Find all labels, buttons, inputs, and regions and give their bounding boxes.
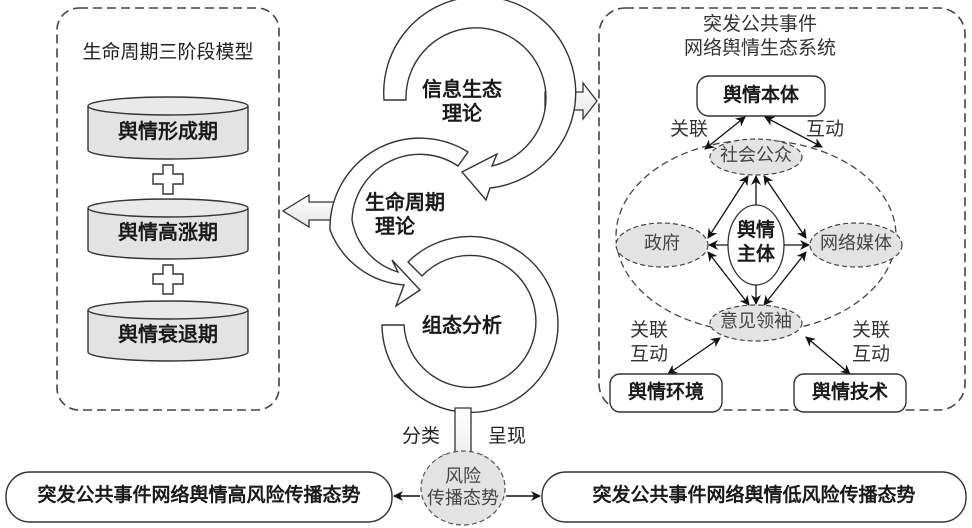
bottom-link-right-line2: 互动 — [851, 343, 890, 365]
arrow-leaders-technology — [805, 336, 851, 375]
theory-information-ecology-line2: 理论 — [442, 101, 482, 125]
left-panel-frame — [56, 7, 280, 411]
actor-government-label: 政府 — [644, 233, 680, 254]
ecosystem-title-line2: 网络舆情生态系统 — [683, 37, 836, 59]
actor-media-ellipse — [809, 222, 903, 268]
stage-cylinder-3 — [87, 300, 249, 362]
actor-media-label: 网络媒体 — [820, 233, 892, 254]
risk-center-ellipse — [420, 450, 506, 526]
ontology-box — [696, 75, 826, 117]
bottom-link-left-line2: 互动 — [629, 343, 668, 365]
link-label-left: 关联 — [669, 118, 708, 140]
present-label: 呈现 — [487, 425, 526, 447]
theory-life-cycle-line2: 理论 — [375, 214, 415, 238]
plus-icon — [152, 164, 184, 195]
technology-box — [793, 373, 907, 413]
arrow-ontology-right — [764, 116, 823, 148]
interact-label-right: 互动 — [805, 118, 844, 140]
subject-label-line1: 舆情 — [736, 219, 775, 241]
theory-life-cycle-line1: 生命周期 — [365, 190, 445, 214]
cycle-arc-information-ecology — [383, 0, 577, 202]
high-risk-label: 突发公共事件网络舆情高风险传播态势 — [37, 484, 361, 506]
arrow-public-government — [707, 175, 749, 239]
actor-leaders-label: 意见领袖 — [720, 311, 792, 332]
stage-label-formation: 舆情形成期 — [118, 119, 218, 143]
low-risk-label: 突发公共事件网络舆情低风险传播态势 — [592, 484, 916, 506]
configuration-analysis-label: 组态分析 — [422, 313, 502, 337]
stage-cylinder-1 — [87, 96, 249, 160]
left-panel-title: 生命周期三阶段模型 — [82, 41, 254, 63]
bottom-link-right-line1: 关联 — [851, 319, 890, 341]
subject-label-line2: 主体 — [736, 243, 775, 265]
stage-label-peak: 舆情高涨期 — [118, 220, 218, 244]
theory-information-ecology-line1: 信息生态 — [422, 77, 502, 101]
arrow-government-leaders — [707, 251, 750, 306]
actor-leaders-ellipse — [709, 304, 803, 342]
environment-box — [609, 373, 723, 413]
technology-label: 舆情技术 — [811, 381, 888, 403]
risk-center-line2: 传播态势 — [427, 488, 499, 509]
stage-cylinder-2 — [87, 198, 249, 260]
arrow-ontology-left — [704, 116, 746, 150]
arrow-leaders-environment — [667, 337, 721, 375]
high-risk-box — [5, 471, 393, 523]
environment-label: 舆情环境 — [627, 381, 704, 403]
risk-center-line1: 风险 — [445, 466, 481, 487]
right-panel-frame — [598, 7, 966, 411]
actor-public-label: 社会公众 — [720, 145, 792, 166]
ontology-label: 舆情本体 — [722, 84, 799, 106]
stage-label-decline: 舆情衰退期 — [118, 322, 218, 346]
arrow-public-media — [763, 175, 807, 239]
plus-icon — [152, 264, 184, 295]
ecosystem-title-line1: 突发公共事件 — [702, 13, 817, 35]
low-risk-box — [541, 471, 967, 523]
arrow-media-leaders — [763, 251, 807, 306]
cycle-arc-configuration — [381, 235, 559, 414]
bottom-link-left-line1: 关联 — [629, 319, 668, 341]
classify-label: 分类 — [401, 425, 440, 447]
cycle-arc-life-cycle — [329, 137, 470, 308]
